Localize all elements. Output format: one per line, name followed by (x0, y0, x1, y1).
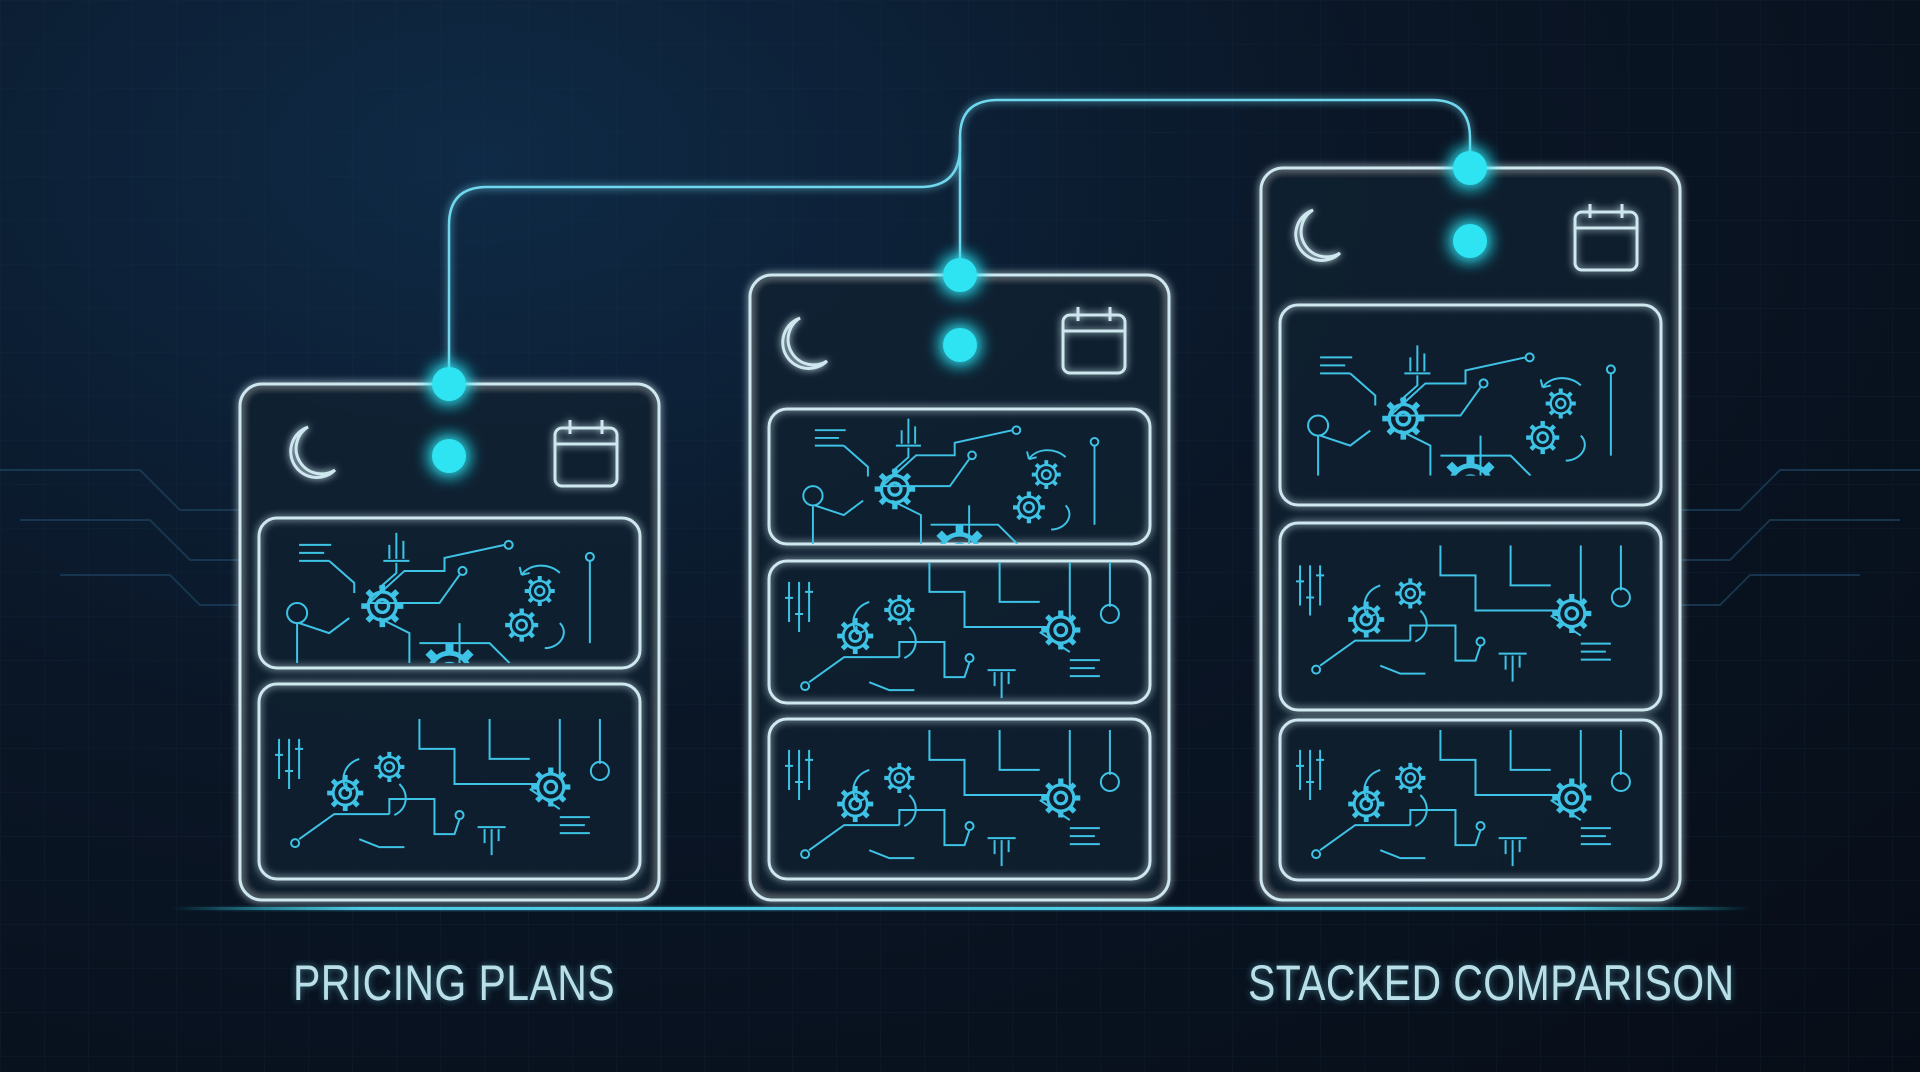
connector-node (943, 258, 977, 292)
connector-lines (447, 98, 1472, 384)
panel-2 (767, 559, 1152, 705)
card-right (1259, 151, 1682, 902)
status-dot (943, 328, 977, 362)
panel-1 (1278, 303, 1663, 507)
calendar-icon (1061, 307, 1127, 375)
card-left (238, 367, 661, 902)
side-circuit-traces (0, 469, 1920, 606)
panel-2 (257, 682, 642, 881)
moon-icon (1294, 208, 1342, 262)
moon-icon (781, 316, 829, 370)
floor-line (172, 907, 1750, 910)
connector-node (432, 367, 466, 401)
panel-1 (257, 516, 642, 670)
moon-icon (289, 425, 337, 479)
stacked-comparison-label: STACKED COMPARISON (1248, 955, 1735, 1011)
panel-1 (767, 407, 1152, 546)
calendar-icon (1573, 204, 1639, 272)
calendar-icon (553, 420, 619, 488)
status-dot (432, 439, 466, 473)
panel-3 (767, 717, 1152, 881)
card-middle (748, 258, 1171, 902)
status-dot (1453, 224, 1487, 258)
panel-2 (1278, 521, 1663, 712)
connector-node (1453, 151, 1487, 185)
pricing-plans-label: PRICING PLANS (293, 955, 616, 1011)
panel-3 (1278, 718, 1663, 882)
